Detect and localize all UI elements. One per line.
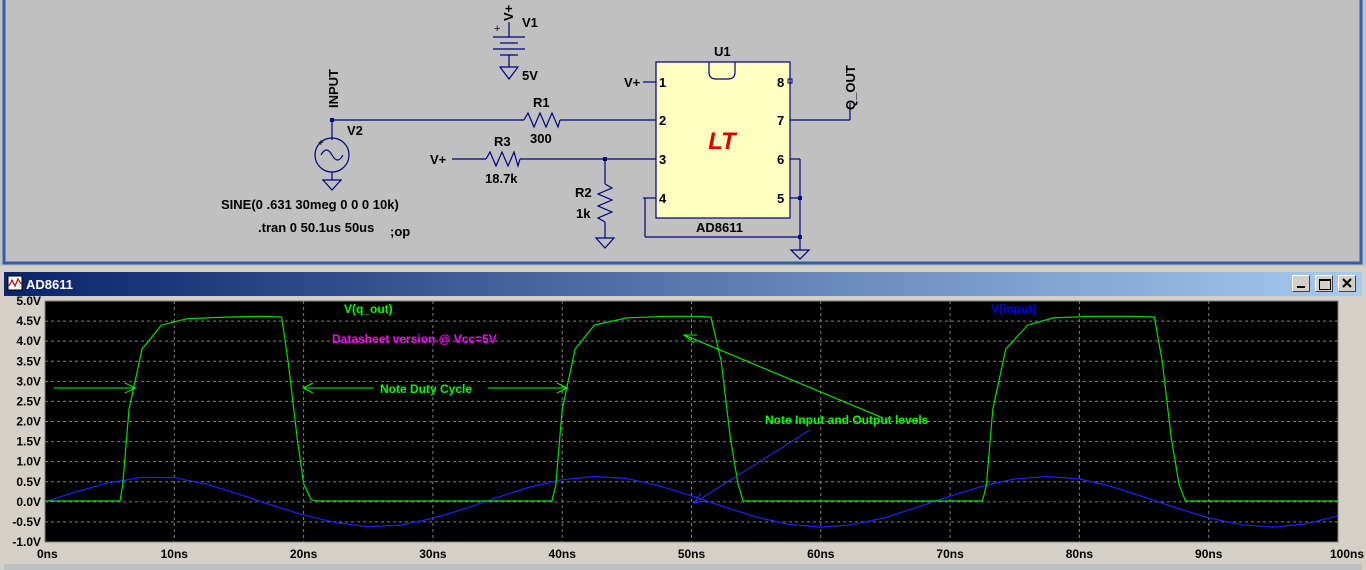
pin8-open-terminal (787, 78, 793, 84)
v1-value-label: 5V (522, 68, 538, 83)
r3-value-label: 18.7k (485, 171, 518, 186)
x-tick-label: 70ns (936, 547, 964, 561)
schematic-wires (331, 81, 851, 250)
lt-logo-icon: LT (708, 128, 738, 155)
y-tick-label: 3.0V (16, 374, 41, 388)
u1-part-label: AD8611 (696, 220, 743, 235)
levels-note[interactable]: Note Input and Output levels (765, 413, 929, 427)
trace-q-out (45, 315, 1338, 502)
u1-chip[interactable] (655, 61, 791, 219)
u1-pin-8: 8 (777, 75, 784, 90)
y-tick-label: 2.0V (16, 415, 41, 429)
v1-plus-sign: + (494, 23, 500, 35)
x-tick-label: 50ns (678, 547, 706, 561)
schematic-editor[interactable]: + V+ V1 5V INPUT + V2 SINE(0 .631 30me (0, 0, 1366, 266)
y-tick-label: -0.5V (12, 515, 41, 529)
r3-net-label: V+ (430, 152, 447, 167)
u1-pin-1: 1 (659, 75, 666, 90)
annotation-arrows (54, 334, 884, 504)
maximize-icon (1319, 279, 1331, 290)
v1-battery-symbol[interactable] (493, 22, 525, 80)
r1-value-label: 300 (530, 131, 552, 146)
r3-name-label: R3 (494, 134, 511, 149)
r3-resistor-symbol[interactable] (485, 150, 521, 169)
v2-name-label: V2 (347, 123, 363, 138)
x-tick-label: 60ns (807, 547, 835, 561)
close-icon (1342, 278, 1352, 288)
schematic-frame (2, 0, 1363, 265)
y-axis-ticks: 5.0V 4.5V 4.0V 3.5V 3.0V 2.5V 2.0V 1.5V 1.0V 0.5V… (12, 294, 41, 549)
close-button[interactable] (1338, 275, 1356, 292)
y-tick-label: 4.5V (16, 314, 41, 328)
u1-pin-6: 6 (777, 152, 784, 167)
u1-pin-5: 5 (777, 191, 784, 206)
y-tick-label: 0.0V (16, 495, 41, 509)
v2-sine-source-symbol[interactable] (314, 137, 350, 173)
x-tick-label: 40ns (549, 547, 577, 561)
waveform-window-bottom-edge (4, 564, 1362, 570)
y-tick-label: 1.0V (16, 455, 41, 469)
u1-name-label: U1 (714, 44, 731, 59)
waveform-titlebar[interactable] (4, 272, 1362, 296)
r2-ground-icon (594, 237, 616, 249)
u1-pin-7: 7 (777, 113, 784, 128)
trace-label-input[interactable]: V(input) (991, 302, 1036, 316)
y-tick-label: 1.5V (16, 435, 41, 449)
v1-net-label: V+ (501, 4, 516, 21)
u1-ground-icon (789, 249, 811, 260)
v2-ground-icon (321, 179, 343, 191)
wire-junctions (330, 118, 802, 239)
u1-pin-3: 3 (659, 152, 666, 167)
op-directive[interactable]: ;op (390, 224, 410, 239)
r1-name-label: R1 (533, 95, 550, 110)
x-tick-label: 80ns (1066, 547, 1094, 561)
r1-resistor-symbol[interactable] (523, 111, 561, 129)
waveform-window-title: AD8611 (26, 277, 73, 292)
datasheet-note[interactable]: Datasheet version @ Vcc=5V (332, 332, 497, 346)
x-tick-label: 100ns (1330, 547, 1364, 561)
duty-cycle-note[interactable]: Note Duty Cycle (380, 382, 472, 396)
minimize-button[interactable] (1292, 275, 1310, 292)
tran-directive[interactable]: .tran 0 50.1us 50us (258, 220, 374, 235)
y-tick-label: 0.5V (16, 475, 41, 489)
x-tick-label: 30ns (419, 547, 447, 561)
plot-grid (45, 301, 1338, 542)
u1-pin-2: 2 (659, 113, 666, 128)
trace-input (44, 475, 1339, 528)
y-tick-label: 4.0V (16, 334, 41, 348)
waveform-window-icon (7, 275, 23, 291)
u1-vplus-label: V+ (624, 75, 641, 90)
r2-name-label: R2 (575, 185, 592, 200)
x-tick-label: 0ns (37, 547, 58, 561)
v1-name-label: V1 (522, 15, 538, 30)
trace-label-q-out[interactable]: V(q_out) (344, 302, 393, 316)
x-tick-label: 10ns (161, 547, 189, 561)
v2-plus-sign: + (318, 138, 324, 149)
u1-pin-4: 4 (659, 191, 667, 206)
r2-value-label: 1k (576, 206, 591, 221)
x-axis-ticks: 0ns 10ns 20ns 30ns 40ns 50ns 60ns 70ns 80ns 90ns 1… (37, 547, 1364, 561)
x-tick-label: 90ns (1195, 547, 1223, 561)
q-out-net-label: Q_OUT (843, 65, 858, 110)
maximize-button[interactable] (1315, 275, 1333, 292)
minimize-icon (1297, 286, 1305, 288)
y-tick-label: 3.5V (16, 354, 41, 368)
x-tick-label: 20ns (290, 547, 318, 561)
y-tick-label: -1.0V (12, 535, 41, 549)
waveform-window[interactable]: AD8611 5.0V 4.5V 4.0V 3.5V 3.0V 2.5V 2.0V 1.5V 1… (0, 270, 1366, 570)
r2-resistor-symbol[interactable] (596, 183, 614, 223)
y-tick-label: 5.0V (16, 294, 41, 308)
input-net-label: INPUT (326, 69, 341, 108)
v2-source-text[interactable]: SINE(0 .631 30meg 0 0 0 10k) (221, 197, 399, 212)
y-tick-label: 2.5V (16, 394, 41, 408)
